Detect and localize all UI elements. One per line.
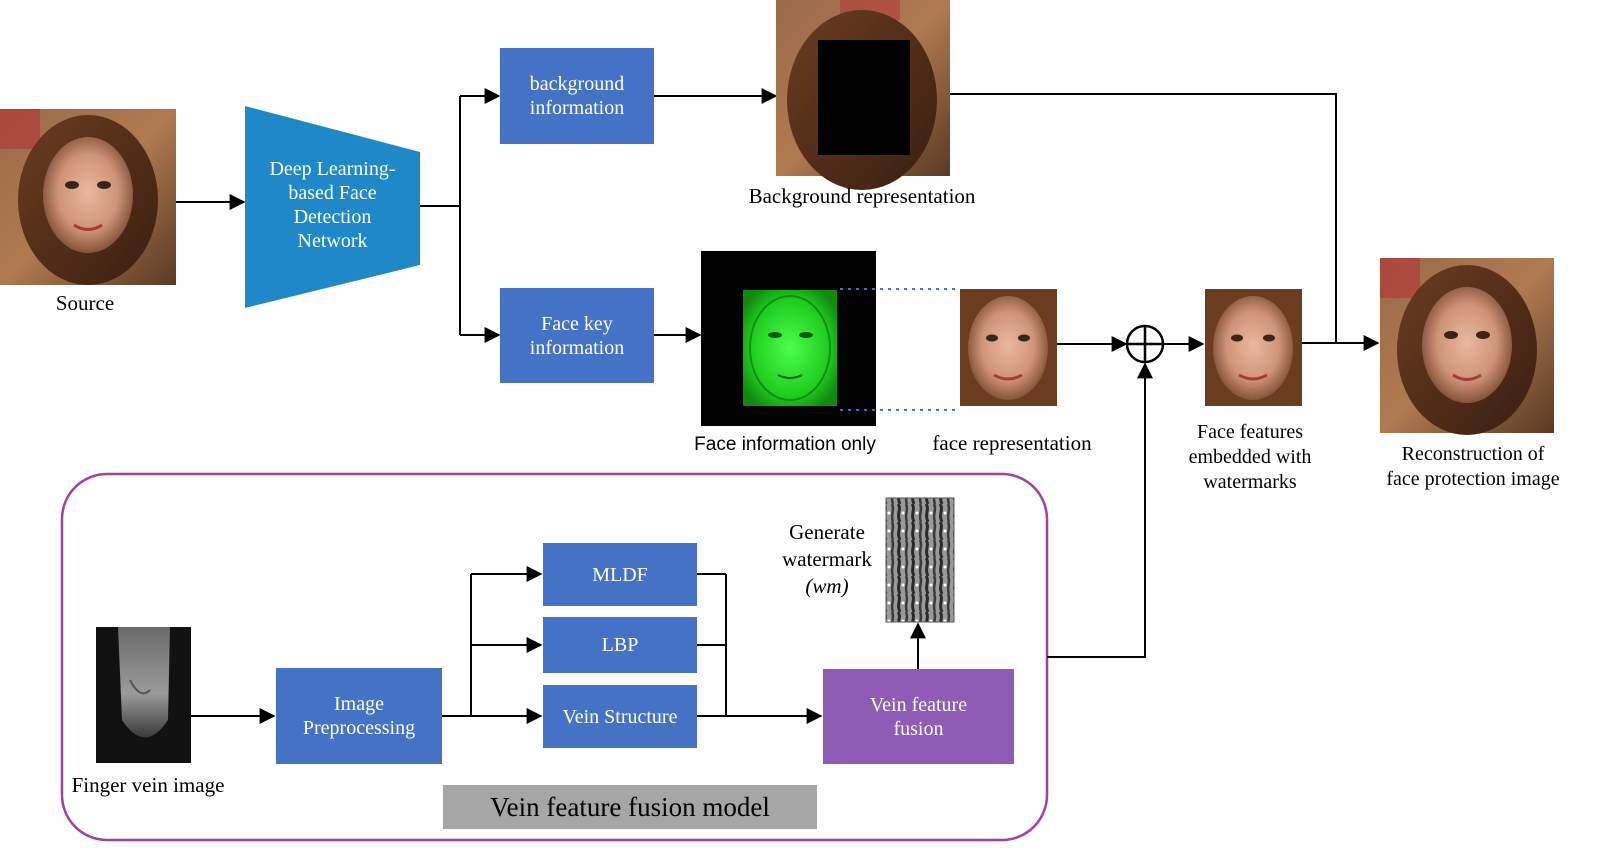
watermark-pattern — [885, 497, 955, 623]
background-path-connector — [950, 93, 1337, 343]
finger-vein-label: Finger vein image — [72, 773, 225, 797]
generate-watermark-line1: Generate — [789, 520, 865, 544]
reconstruction-label: Reconstruction of face protection image — [1386, 443, 1560, 490]
source-label: Source — [56, 291, 114, 315]
vein-model-title: Vein feature fusion model — [490, 792, 770, 822]
embedded-face-photo — [1205, 289, 1302, 406]
zoom-dotted-lines — [840, 288, 958, 411]
face-key-info-label: Face key information — [529, 312, 625, 359]
combine-operator — [1125, 324, 1165, 364]
vein-model-title-banner — [443, 785, 817, 829]
green-face-map — [701, 251, 876, 426]
face-representation-label: face representation — [932, 431, 1092, 455]
reconstruction-photo — [1380, 258, 1554, 435]
preprocessing-label: Image Preprocessing — [302, 693, 416, 739]
detector-split-connector — [420, 88, 501, 343]
vein-fusion-box — [823, 669, 1014, 764]
masked-face-photo — [776, 0, 950, 190]
embedded-face-label: Face features embedded with watermarks — [1188, 421, 1312, 493]
lbp-label: LBP — [601, 634, 639, 656]
source-photo — [0, 109, 176, 285]
mldf-label: MLDF — [592, 563, 648, 586]
mldf-box — [543, 543, 697, 606]
arrow-watermark-combine — [1047, 362, 1153, 658]
detector-network-block — [245, 106, 420, 308]
vein-fusion-label: Vein feature fusion — [869, 693, 968, 740]
finger-vein-photo — [96, 627, 191, 763]
face-info-only-label: Face information only — [694, 434, 876, 455]
generate-watermark-line3: (wm) — [805, 574, 848, 598]
detector-label: Deep Learning- based Face Detection Netw… — [269, 158, 396, 252]
feature-split-connector — [442, 566, 543, 724]
background-representation-label: Background representation — [749, 184, 976, 208]
vein-structure-box — [543, 685, 697, 748]
generate-watermark-line2: watermark — [782, 547, 872, 571]
feature-merge-connector — [697, 573, 823, 724]
lbp-box — [543, 617, 697, 673]
face-crop-photo — [960, 289, 1057, 406]
preprocessing-box — [276, 668, 442, 764]
face-key-info-box — [500, 288, 654, 383]
background-info-label: background information — [529, 73, 625, 119]
vein-structure-label: Vein Structure — [562, 705, 678, 728]
background-info-box — [500, 48, 654, 144]
